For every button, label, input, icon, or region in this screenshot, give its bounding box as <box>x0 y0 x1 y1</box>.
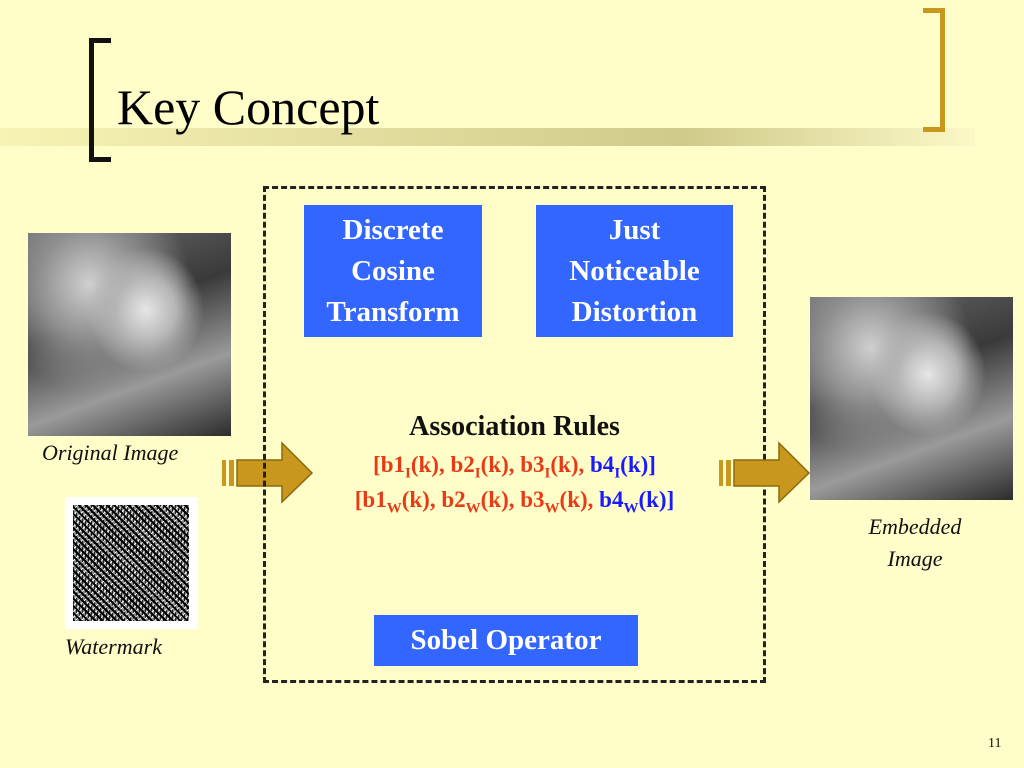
association-rule-line-1: [b1I(k), b2I(k), b3I(k), b4I(k)] <box>263 452 766 483</box>
dct-box: Discrete Cosine Transform <box>304 205 482 337</box>
rule-subscript: I <box>405 465 411 482</box>
rule-term: (k), <box>410 452 451 477</box>
rule-term: (k)] <box>638 487 675 512</box>
rule-subscript: W <box>544 500 560 517</box>
rule-term: (k), <box>550 452 591 477</box>
rule-term: (k), <box>480 487 521 512</box>
embedded-caption-line-2: Image <box>887 546 943 571</box>
embedded-image <box>810 297 1013 500</box>
rule-term: b3 <box>520 452 545 477</box>
process-container <box>263 186 766 683</box>
right-bracket-decoration <box>923 8 945 132</box>
slide-title: Key Concept <box>117 79 380 135</box>
watermark-caption: Watermark <box>65 634 162 659</box>
rule-term: (k), <box>480 452 521 477</box>
rule-term: (k)] <box>620 452 656 477</box>
rule-term: b1 <box>362 487 387 512</box>
left-bracket-decoration <box>89 38 111 162</box>
page-number: 11 <box>988 736 1002 751</box>
rule-term: b3 <box>520 487 545 512</box>
title-band <box>0 128 975 146</box>
rule-term: b4 <box>590 452 615 477</box>
right-arrow-icon <box>222 441 314 504</box>
sobel-box: Sobel Operator <box>374 615 638 666</box>
right-arrow-icon <box>719 441 811 504</box>
rule-subscript: W <box>465 500 481 517</box>
jnd-line-1: Just <box>608 213 661 246</box>
rule-subscript: I <box>544 465 551 482</box>
rule-term: b2 <box>450 452 475 477</box>
dct-line-3: Transform <box>326 295 460 328</box>
original-image-caption: Original Image <box>42 440 179 465</box>
association-rule-line-2: [b1W(k), b2W(k), b3W(k), b4W(k)] <box>263 487 766 518</box>
dct-line-2: Cosine <box>351 254 435 287</box>
rule-term: b1 <box>380 452 406 477</box>
watermark-pattern <box>73 505 189 621</box>
rule-bracket: [ <box>373 452 381 477</box>
watermark-image <box>65 497 197 629</box>
jnd-box: Just Noticeable Distortion <box>536 205 733 337</box>
dct-line-1: Discrete <box>342 213 444 246</box>
rule-bracket: [ <box>354 487 363 512</box>
rule-subscript: I <box>614 465 621 482</box>
rule-term: (k), <box>401 487 442 512</box>
rule-term: b2 <box>441 487 466 512</box>
rule-subscript: W <box>386 500 402 517</box>
jnd-line-3: Distortion <box>571 295 698 328</box>
association-rules-title: Association Rules <box>409 411 620 442</box>
jnd-line-2: Noticeable <box>569 254 700 287</box>
sobel-label: Sobel Operator <box>410 624 602 656</box>
rule-subscript: W <box>623 500 639 517</box>
embedded-image-caption: Embedded Image <box>810 511 1020 575</box>
embedded-caption-line-1: Embedded <box>868 514 962 539</box>
rule-subscript: I <box>474 465 481 482</box>
rule-term: b4 <box>599 487 624 512</box>
rule-term: (k), <box>559 487 600 512</box>
original-image <box>28 233 231 436</box>
